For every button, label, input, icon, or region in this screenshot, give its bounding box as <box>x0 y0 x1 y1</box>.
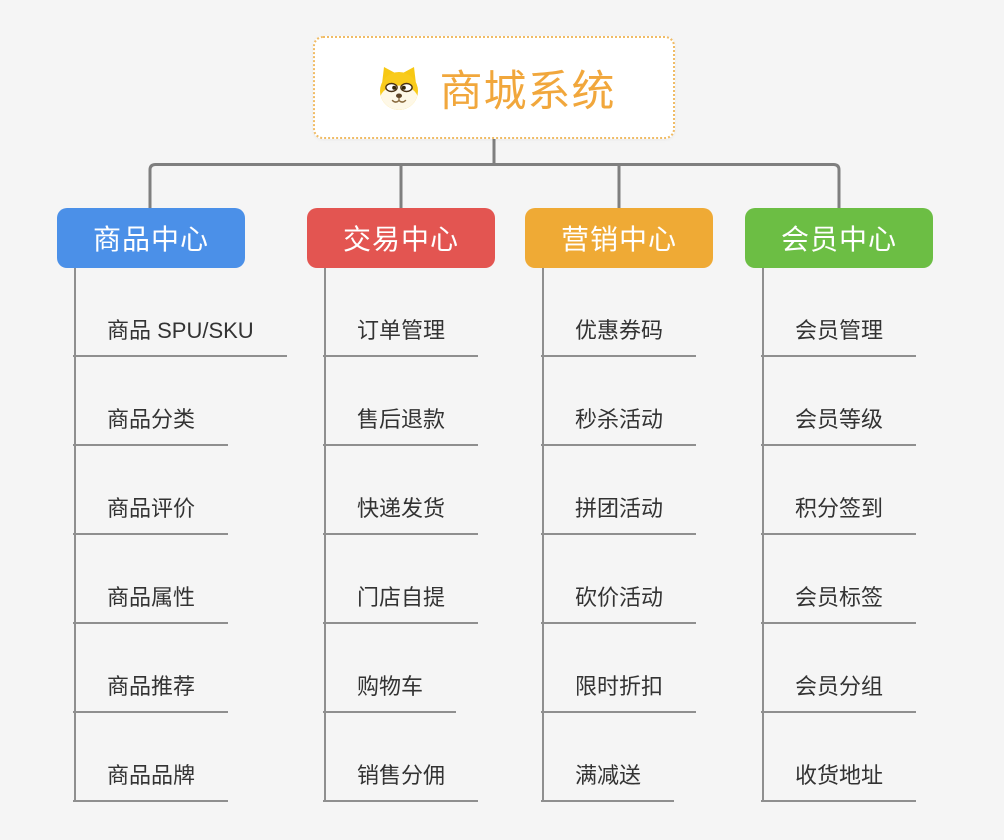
sub-item[interactable]: 积分签到 <box>761 494 917 535</box>
connector-rail <box>148 163 841 208</box>
shiba-dog-icon <box>373 62 425 114</box>
sub-item[interactable]: 销售分佣 <box>323 761 479 802</box>
sub-item[interactable]: 售后退款 <box>323 405 479 446</box>
sub-item[interactable]: 会员等级 <box>761 405 917 446</box>
sub-item[interactable]: 会员分组 <box>761 672 917 713</box>
sub-item[interactable]: 砍价活动 <box>541 583 697 624</box>
root-title: 商城系统 <box>439 67 616 116</box>
branch-header-1[interactable]: 商品中心 <box>57 208 245 268</box>
branch-header-label: 交易中心 <box>342 224 459 255</box>
branch-header-4[interactable]: 会员中心 <box>745 208 933 268</box>
sub-item[interactable]: 门店自提 <box>323 583 479 624</box>
sub-item[interactable]: 购物车 <box>323 672 457 713</box>
branch-trunk <box>542 268 544 802</box>
branch-header-3[interactable]: 营销中心 <box>525 208 713 268</box>
sub-item[interactable]: 会员管理 <box>761 316 917 357</box>
sub-item[interactable]: 快递发货 <box>323 494 479 535</box>
sub-item[interactable]: 商品推荐 <box>73 672 229 713</box>
branch-trunk <box>762 268 764 802</box>
branch-header-label: 商品中心 <box>92 224 209 255</box>
branch-header-2[interactable]: 交易中心 <box>307 208 495 268</box>
sub-item[interactable]: 商品分类 <box>73 405 229 446</box>
sub-item[interactable]: 拼团活动 <box>541 494 697 535</box>
sub-item[interactable]: 满减送 <box>541 761 675 802</box>
sub-item[interactable]: 限时折扣 <box>541 672 697 713</box>
root-node[interactable]: 商城系统 <box>313 36 675 139</box>
sub-item[interactable]: 商品 SPU/SKU <box>73 316 287 357</box>
sub-item[interactable]: 优惠券码 <box>541 316 697 357</box>
branch-header-label: 会员中心 <box>780 224 897 255</box>
branch-header-label: 营销中心 <box>560 224 677 255</box>
sub-item[interactable]: 收货地址 <box>761 761 917 802</box>
sub-item[interactable]: 商品属性 <box>73 583 229 624</box>
branch-trunk <box>74 268 76 802</box>
sub-item[interactable]: 商品品牌 <box>73 761 229 802</box>
branch-trunk <box>324 268 326 802</box>
sub-item[interactable]: 秒杀活动 <box>541 405 697 446</box>
sub-item[interactable]: 订单管理 <box>323 316 479 357</box>
sub-item[interactable]: 会员标签 <box>761 583 917 624</box>
sub-item[interactable]: 商品评价 <box>73 494 229 535</box>
